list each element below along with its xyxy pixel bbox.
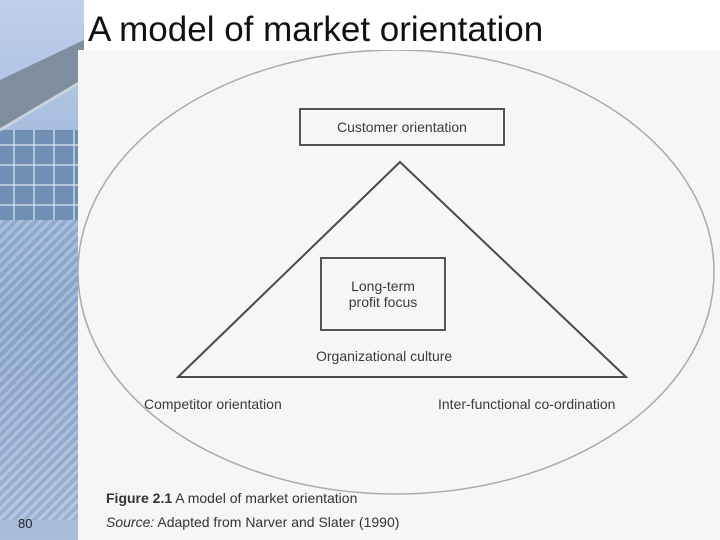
competitor-orientation-label: Competitor orientation (144, 396, 282, 412)
source-text: Adapted from Narver and Slater (1990) (157, 514, 400, 530)
customer-orientation-label: Customer orientation (337, 119, 467, 135)
figure-scan: Customer orientation Long-term profit fo… (78, 50, 720, 540)
foliage-texture (0, 220, 84, 520)
source-label: Source: (106, 514, 155, 530)
customer-orientation-box: Customer orientation (299, 108, 505, 146)
organizational-culture-label: Organizational culture (316, 348, 453, 364)
profit-focus-box: Long-term profit focus (320, 257, 446, 331)
figure-text: A model of market orientation (175, 490, 358, 506)
outer-ellipse (78, 50, 715, 495)
slide-title: A model of market orientation (88, 10, 544, 49)
figure-number: Figure 2.1 (106, 490, 173, 506)
inter-functional-label: Inter-functional co-ordination (438, 396, 616, 412)
figure-caption: Figure 2.1 A model of market orientation (106, 490, 357, 506)
diagram-shapes (78, 50, 715, 495)
triangle (175, 160, 629, 378)
decorative-sidebar: 80 (0, 0, 84, 540)
figure-source: Source: Adapted from Narver and Slater (… (106, 514, 399, 530)
page-number: 80 (18, 516, 33, 531)
profit-focus-line2: profit focus (348, 294, 418, 310)
profit-focus-line1: Long-term (351, 278, 415, 294)
building-image (0, 40, 84, 220)
